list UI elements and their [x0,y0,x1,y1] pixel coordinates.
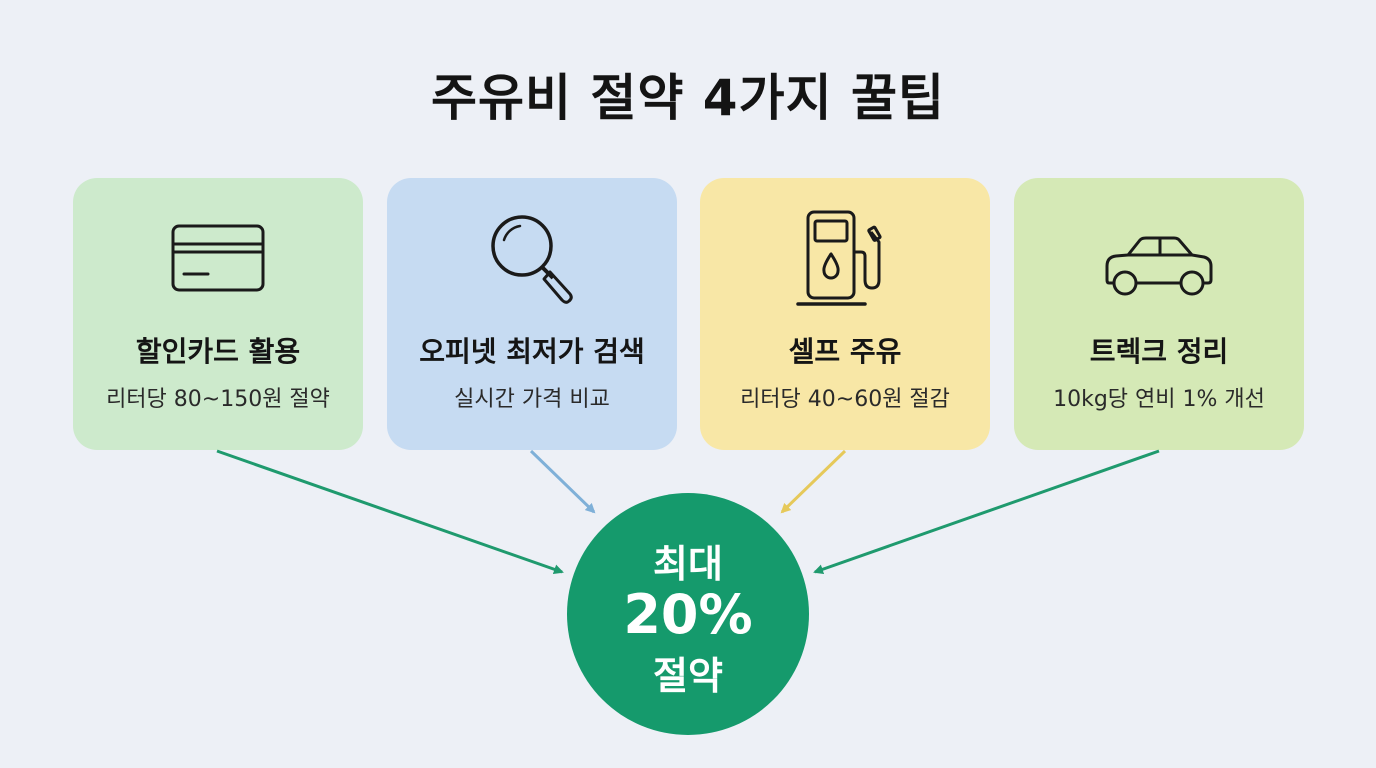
result-suffix: 절약 [653,654,723,698]
car-icon [1014,208,1304,308]
arrow-self-to-result [780,449,847,514]
arrow-trunk-to-result [813,449,1160,575]
tip-description: 리터당 40~60원 절감 [740,387,950,412]
tip-card-opinet-search: 오피넷 최저가 검색 실시간 가격 비교 [387,178,677,450]
result-percent: 20% [623,583,753,646]
result-prefix: 최대 [653,542,723,586]
tip-card-discount-card: 할인카드 활용 리터당 80~150원 절약 [73,178,363,450]
tip-title: 오피넷 최저가 검색 [419,335,645,368]
tip-title: 트렉크 정리 [1089,335,1229,368]
tip-description: 리터당 80~150원 절약 [106,387,330,412]
arrow-search-to-result [529,449,596,514]
tip-description: 10kg당 연비 1% 개선 [1053,387,1265,412]
tip-title: 셀프 주유 [788,335,902,368]
tip-card-trunk-cleanup: 트렉크 정리 10kg당 연비 1% 개선 [1014,178,1304,450]
tip-card-self-fueling: 셀프 주유 리터당 40~60원 절감 [700,178,990,450]
tip-title: 할인카드 활용 [135,335,301,368]
savings-result-circle: 최대 20% 절약 [567,493,809,735]
credit-card-icon [73,208,363,308]
tip-description: 실시간 가격 비교 [454,387,610,412]
fuel-pump-icon [700,208,990,308]
magnifier-icon [387,208,677,308]
arrow-discount-to-result [216,449,564,575]
page-title: 주유비 절약 4가지 꿀팁 [430,69,945,127]
